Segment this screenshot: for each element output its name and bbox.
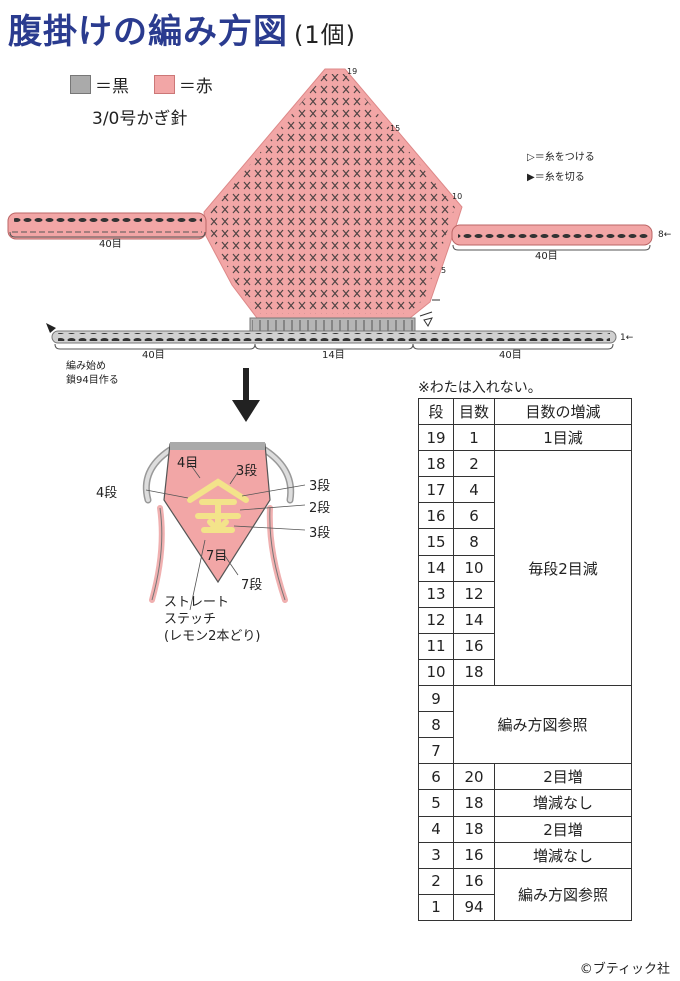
black-swatch: [70, 75, 91, 94]
body-x-stitches: [210, 74, 455, 314]
row-label-15: 15: [390, 124, 401, 133]
start-marker-icon: [46, 323, 56, 333]
table-note: ※わたは入れない。: [418, 380, 542, 396]
straight-stitch-note: ストレート ステッチ (レモン2本どり): [164, 595, 261, 644]
merged-reference-cell: 編み方図参照: [453, 685, 632, 765]
table-row: 7: [418, 737, 632, 765]
row-label-10: 10: [452, 192, 463, 201]
merged-reference-cell-2: 編み方図参照: [494, 867, 632, 921]
start-note-1: 編み始め: [66, 361, 106, 372]
bottom-mid-count: 14目: [322, 350, 345, 361]
bottom-left-count: 40目: [142, 350, 165, 361]
right-strap-count: 40目: [535, 251, 558, 262]
bib-gray-top: [170, 442, 265, 450]
merged-change-cell: 毎段2目減: [494, 450, 632, 687]
row-label-5: 5: [441, 266, 447, 275]
hook-size: 3/0号かぎ針: [92, 109, 188, 129]
red-swatch: [153, 75, 175, 94]
lbl-7me: 7目: [206, 549, 228, 564]
attach-marker-icon: [423, 317, 433, 327]
row-label-19: 19: [347, 67, 358, 76]
cut-symbol-legend: ▶＝糸を切る: [527, 172, 585, 183]
filled-triangle-icon: ▶: [527, 172, 535, 183]
page-title: 腹掛けの編み方図(1個): [8, 4, 356, 53]
crochet-chart: [7, 68, 653, 350]
title-main: 腹掛けの編み方図: [8, 12, 288, 52]
open-triangle-icon: ▷: [527, 152, 535, 163]
color-legend: ＝黒 ＝赤: [70, 72, 213, 97]
legend-black: ＝黒: [95, 77, 129, 97]
lbl-4me: 4目: [177, 456, 199, 471]
row-label-1: 1←: [620, 333, 634, 343]
lbl-3dan-top: 3段: [236, 464, 258, 479]
lbl-2dan: 2段: [309, 501, 331, 516]
lbl-7dan: 7段: [241, 578, 263, 593]
lbl-4dan: 4段: [96, 486, 118, 501]
lbl-3dan-right: 3段: [309, 479, 331, 494]
copyright: ©ブティック社: [579, 962, 670, 977]
lbl-3dan-right2: 3段: [309, 526, 331, 541]
down-arrow-icon: [232, 368, 260, 422]
left-strap-count: 40目: [99, 239, 122, 250]
start-note-2: 鎖94目作る: [66, 375, 119, 386]
table-header-row: 段 目数 目数の増減: [418, 397, 632, 426]
row-label-8: 8←: [658, 230, 672, 240]
legend-red: ＝赤: [178, 77, 213, 97]
gold-stitch-motif: [187, 478, 249, 533]
bottom-right-count: 40目: [499, 350, 522, 361]
finished-bib-illustration: [142, 442, 306, 611]
title-sub: (1個): [294, 21, 356, 49]
attach-symbol-legend: ▷＝糸をつける: [527, 152, 595, 163]
